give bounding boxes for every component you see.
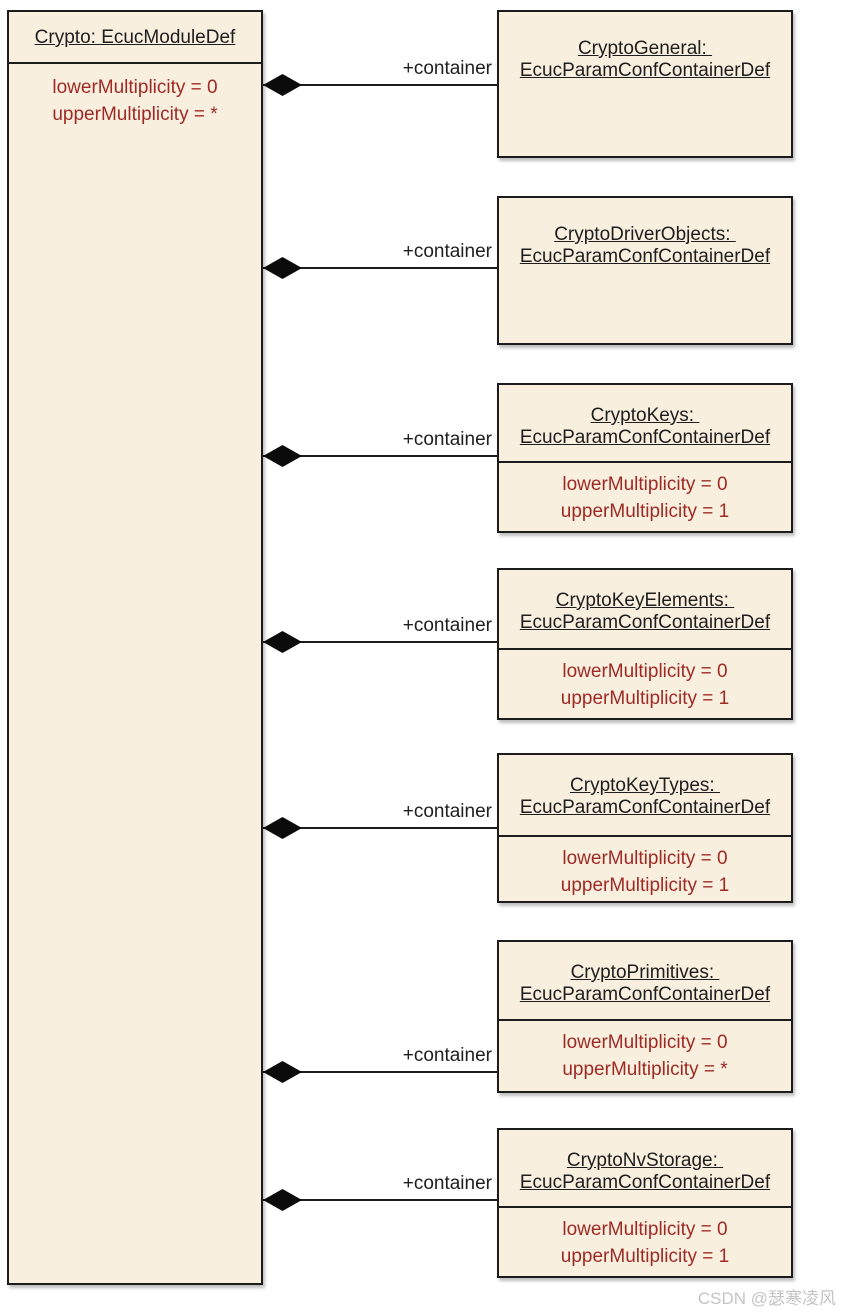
- class-title-type: EcucParamConfContainerDef: [519, 612, 771, 633]
- composition-connector-line: [263, 455, 497, 457]
- class-attributes: lowerMultiplicity = 0 upperMultiplicity =…: [499, 650, 791, 712]
- composition-diamond-icon: [263, 631, 302, 653]
- class-attributes: lowerMultiplicity = 0 upperMultiplicity =…: [499, 837, 791, 899]
- attribute-line: lowerMultiplicity = 0: [562, 848, 728, 869]
- composition-diamond-icon: [263, 1189, 302, 1211]
- class-box-container: CryptoKeyTypes: EcucParamConfContainerDe…: [497, 753, 793, 903]
- attribute-line: upperMultiplicity = 1: [560, 875, 730, 896]
- connector-role-label: +container: [402, 1045, 492, 1066]
- class-attributes: lowerMultiplicity = 0 upperMultiplicity =…: [499, 1021, 791, 1083]
- class-title: CryptoNvStorage: EcucParamConfContainerD…: [499, 1130, 791, 1208]
- class-box-container: CryptoDriverObjects: EcucParamConfContai…: [497, 196, 793, 345]
- class-title: CryptoDriverObjects: EcucParamConfContai…: [499, 198, 791, 268]
- class-attributes: lowerMultiplicity = 0 upperMultiplicity =…: [499, 463, 791, 525]
- connector-role-label: +container: [402, 429, 492, 450]
- class-title: CryptoKeys: EcucParamConfContainerDef: [499, 385, 791, 463]
- class-box-container: CryptoKeyElements: EcucParamConfContaine…: [497, 568, 793, 720]
- attribute-line: lowerMultiplicity = 0: [562, 1219, 728, 1240]
- watermark: CSDN @瑟寒凌风: [697, 1289, 836, 1308]
- attribute-line: upperMultiplicity = 1: [560, 1246, 730, 1267]
- class-title-type: EcucParamConfContainerDef: [519, 60, 771, 81]
- attribute-line: upperMultiplicity = *: [562, 1059, 728, 1080]
- class-title: CryptoPrimitives: EcucParamConfContainer…: [499, 942, 791, 1021]
- class-title: Crypto: EcucModuleDef: [9, 12, 261, 64]
- composition-connector-line: [263, 84, 497, 86]
- class-title-name: CryptoKeyTypes:: [570, 775, 720, 796]
- class-title-name: CryptoPrimitives:: [570, 962, 720, 983]
- class-box-container: CryptoPrimitives: EcucParamConfContainer…: [497, 940, 793, 1093]
- class-title: CryptoGeneral: EcucParamConfContainerDef: [499, 12, 791, 82]
- class-attributes: lowerMultiplicity = 0 upperMultiplicity …: [9, 64, 261, 128]
- connector-role-label: +container: [402, 801, 492, 822]
- attribute-line: lowerMultiplicity = 0: [562, 1032, 728, 1053]
- composition-diamond-icon: [263, 445, 302, 467]
- attribute-line: lowerMultiplicity = 0: [562, 474, 728, 495]
- connector-role-label: +container: [402, 241, 492, 262]
- attribute-line: lowerMultiplicity = 0: [52, 77, 218, 98]
- attribute-line: upperMultiplicity = 1: [560, 501, 730, 522]
- class-title-type: EcucParamConfContainerDef: [519, 797, 771, 818]
- composition-diamond-icon: [263, 74, 302, 96]
- composition-diamond-icon: [263, 257, 302, 279]
- composition-connector-line: [263, 267, 497, 269]
- attribute-line: upperMultiplicity = 1: [560, 688, 730, 709]
- class-title-name: CryptoKeyElements:: [555, 590, 735, 611]
- connector-role-label: +container: [402, 615, 492, 636]
- class-title-type: EcucParamConfContainerDef: [519, 246, 771, 267]
- composition-connector-line: [263, 641, 497, 643]
- composition-connector-line: [263, 1199, 497, 1201]
- class-title-type: EcucParamConfContainerDef: [519, 1172, 771, 1193]
- class-title: CryptoKeyElements: EcucParamConfContaine…: [499, 570, 791, 650]
- class-title-name: CryptoKeys:: [590, 405, 700, 426]
- connector-role-label: +container: [402, 1173, 492, 1194]
- class-title-type: EcucParamConfContainerDef: [519, 427, 771, 448]
- composition-connector-line: [263, 1071, 497, 1073]
- class-title-text: Crypto: EcucModuleDef: [34, 27, 236, 48]
- class-attributes: lowerMultiplicity = 0 upperMultiplicity =…: [499, 1208, 791, 1270]
- class-box-container: CryptoGeneral: EcucParamConfContainerDef: [497, 10, 793, 158]
- attribute-line: lowerMultiplicity = 0: [562, 661, 728, 682]
- composition-diamond-icon: [263, 817, 302, 839]
- class-title-type: EcucParamConfContainerDef: [519, 984, 771, 1005]
- attribute-line: upperMultiplicity = *: [52, 104, 218, 125]
- class-title-name: CryptoNvStorage:: [566, 1150, 724, 1171]
- composition-connector-line: [263, 827, 497, 829]
- class-box-crypto-module: Crypto: EcucModuleDef lowerMultiplicity …: [7, 10, 263, 1285]
- class-title-name: CryptoDriverObjects:: [554, 224, 736, 245]
- class-title: CryptoKeyTypes: EcucParamConfContainerDe…: [499, 755, 791, 837]
- class-title-name: CryptoGeneral:: [577, 38, 713, 59]
- connector-role-label: +container: [402, 58, 492, 79]
- class-box-container: CryptoNvStorage: EcucParamConfContainerD…: [497, 1128, 793, 1278]
- composition-diamond-icon: [263, 1061, 302, 1083]
